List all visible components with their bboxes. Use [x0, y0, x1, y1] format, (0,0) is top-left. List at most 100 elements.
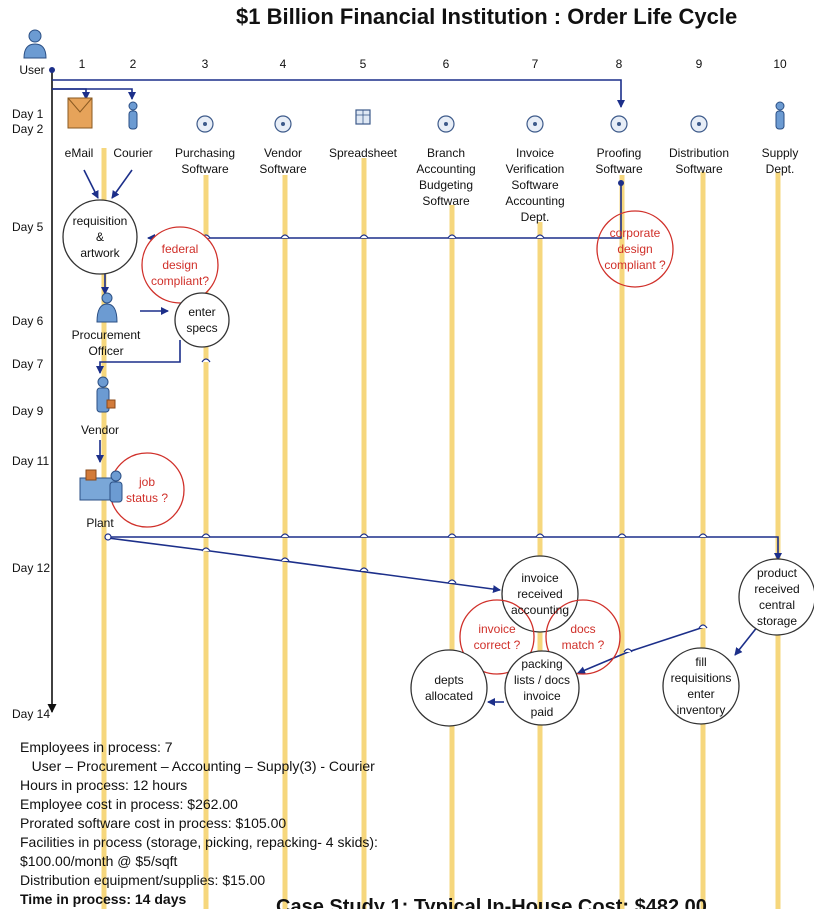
arrow-corporate-to-requisition: [147, 183, 622, 242]
column-label-6: Software: [422, 194, 470, 208]
day-label: Day 1: [12, 107, 44, 121]
stat-facilities-rate: $100.00/month @ $5/sqft: [20, 853, 178, 869]
plant-worker-body: [109, 481, 123, 503]
page-title: $1 Billion Financial Institution : Order…: [236, 4, 738, 29]
column-number-8: 8: [616, 57, 623, 71]
corporate-compliance-check-line: compliant ?: [604, 258, 666, 272]
packing-node-line: packing: [521, 657, 562, 671]
corporate-compliance-check: [596, 210, 674, 288]
plant-worker-head: [110, 470, 122, 482]
column-number-9: 9: [696, 57, 703, 71]
column-label-7: Software: [511, 178, 559, 192]
depts-allocated-node-line: allocated: [425, 689, 473, 703]
invoice-received-node-line: received: [517, 587, 562, 601]
lane-crossing-hop: [201, 358, 211, 363]
column-label-4: Vendor: [264, 146, 302, 160]
person-head: [128, 101, 138, 111]
lane-crossing-hop: [280, 533, 290, 538]
plant-start-dot: [104, 533, 112, 541]
invoice-received-node-line: invoice: [521, 571, 559, 585]
column-number-4: 4: [280, 57, 287, 71]
vendor-label: Vendor: [81, 423, 119, 437]
day-label: Day 9: [12, 404, 44, 418]
product-received-node-line: received: [754, 582, 799, 596]
day-label: Day 6: [12, 314, 44, 328]
lane-crossing-hop: [447, 533, 457, 538]
stat-employee-roles: User – Procurement – Accounting – Supply…: [20, 758, 375, 774]
disc-hole: [697, 122, 701, 126]
federal-compliance-check-line: design: [162, 258, 197, 272]
day-label: Day 12: [12, 561, 50, 575]
lane-crossing-hop: [201, 547, 211, 552]
column-label-10: Dept.: [766, 162, 795, 176]
stat-distribution-cost: Distribution equipment/supplies: $15.00: [20, 872, 266, 888]
product-received-node-line: product: [757, 566, 798, 580]
column-label-3: Software: [181, 162, 229, 176]
invoice-correct-check-line: correct ?: [474, 638, 521, 652]
day-label: Day 2: [12, 122, 44, 136]
vendor-head: [97, 376, 109, 388]
column-label-9: Distribution: [669, 146, 729, 160]
swimlane-3: [203, 175, 209, 909]
invoice-received-node: [501, 555, 579, 633]
arrow-plant-to-invoice: [107, 537, 501, 594]
lane-crossing-hop: [447, 579, 457, 584]
swimlane-9: [700, 172, 706, 909]
column-label-8: Software: [595, 162, 643, 176]
user-start-dot: [49, 67, 55, 73]
arrow-specs-to-vendor: [96, 340, 181, 374]
fill-requisitions-node-line: inventory: [677, 703, 726, 717]
corporate-compliance-check-line: design: [617, 242, 652, 256]
procurement-officer-label-line: Procurement: [72, 328, 141, 342]
stat-software-cost: Prorated software cost in process: $105.…: [20, 815, 287, 831]
arrow-user-to-email: [52, 88, 90, 100]
fill-requisitions-node-line: requisitions: [671, 671, 732, 685]
column-number-2: 2: [130, 57, 137, 71]
vendor-case: [106, 399, 116, 409]
disc-icon-6: [437, 115, 455, 133]
fill-requisitions-node-line: fill: [695, 655, 706, 669]
user-body: [23, 43, 47, 59]
lane-crossing-hop: [280, 234, 290, 239]
plant-label: Plant: [86, 516, 114, 530]
federal-compliance-check-line: compliant?: [151, 274, 209, 288]
swimlane-4: [282, 175, 288, 909]
lane-crossing-hop: [359, 533, 369, 538]
stat-hours: Hours in process: 12 hours: [20, 777, 188, 793]
day-label: Day 5: [12, 220, 44, 234]
packing-node-line: paid: [531, 705, 554, 719]
arrow-courier-to-requisition: [111, 169, 133, 199]
arrow-product-to-fill: [734, 625, 759, 656]
docs-match-check: [545, 599, 621, 675]
email-icon-1: [67, 97, 93, 129]
federal-compliance-check-line: federal: [162, 242, 199, 256]
lane-crossing-hop: [535, 234, 545, 239]
email-flap: [67, 97, 93, 113]
disc-icon-9: [690, 115, 708, 133]
packing-node-line: invoice: [523, 689, 561, 703]
procurement-officer-icon: [96, 292, 118, 323]
requisition-node-line: artwork: [80, 246, 120, 260]
disc-hole: [617, 122, 621, 126]
lane-crossing-hop: [447, 234, 457, 239]
procurement-officer-label-line: Officer: [88, 344, 123, 358]
column-label-4: Software: [259, 162, 307, 176]
fill-requisitions-node: [662, 647, 740, 725]
proofing-dot: [618, 180, 624, 186]
column-label-10: Supply: [762, 146, 799, 160]
packing-node: [504, 650, 580, 726]
requisition-node: [62, 199, 138, 275]
column-label-5: Spreadsheet: [329, 146, 398, 160]
product-received-node: [738, 558, 814, 636]
disc-hole: [444, 122, 448, 126]
disc-hole: [533, 122, 537, 126]
product-received-node-line: storage: [757, 614, 797, 628]
stat-employee-cost: Employee cost in process: $262.00: [20, 796, 238, 812]
product-received-node-line: central: [759, 598, 795, 612]
person-body: [128, 110, 138, 130]
day-label: Day 14: [12, 707, 50, 721]
disc-icon-8: [610, 115, 628, 133]
column-label-7: Verification: [506, 162, 565, 176]
disc-icon-4: [274, 115, 292, 133]
job-status-check-line: job: [138, 475, 155, 489]
